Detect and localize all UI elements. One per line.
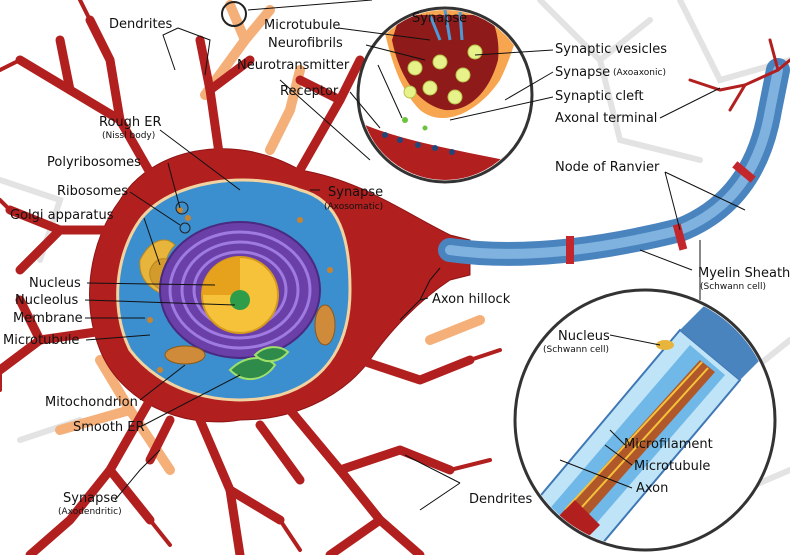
label-synaptic-vesicles: Synaptic vesicles xyxy=(555,42,667,57)
nucleolus xyxy=(201,256,279,334)
label-synapse-title: Synapse xyxy=(412,11,468,26)
label-receptor: Receptor xyxy=(280,84,339,99)
dendrite-fine-branches xyxy=(0,0,502,552)
synapse-inset xyxy=(356,6,534,184)
label-synapse-axoaxonic: Synapse xyxy=(555,65,611,80)
magnifier-circle-icon xyxy=(221,1,247,27)
synapse-inset-connector xyxy=(247,0,373,11)
label-synapse-axodendritic: Synapse xyxy=(63,491,119,506)
label-dendrites-bottom: Dendrites xyxy=(469,492,533,507)
label-axonal-terminal: Axonal terminal xyxy=(555,111,658,126)
label-myelin-sheath-sub: (Schwann cell) xyxy=(700,282,767,292)
ribosomes xyxy=(147,207,333,373)
label-smooth-er: Smooth ER xyxy=(73,420,145,435)
label-microtubule-top: Microtubule xyxy=(264,18,341,33)
label-rough-er-sub: (Nissl body) xyxy=(102,131,156,141)
label-mitochondrion: Mitochondrion xyxy=(45,395,138,410)
polyribosome-rings xyxy=(175,201,191,234)
label-axon: Axon xyxy=(636,481,669,496)
nodes-of-ranvier xyxy=(566,161,756,264)
label-microfilament: Microfilament xyxy=(624,437,713,452)
label-synapse-axosomatic: Synapse xyxy=(328,185,384,200)
label-rough-er: Rough ER xyxy=(99,115,162,130)
magnifier-connector-lower xyxy=(279,79,371,161)
label-synapse-axoaxonic-sub: (Axoaxonic) xyxy=(613,68,666,78)
label-synapse-axodendritic-sub: (Axodendritic) xyxy=(58,507,122,517)
myelin-inset xyxy=(513,288,777,552)
label-synapse-axosomatic-sub: (Axosomatic) xyxy=(324,202,384,212)
label-nucleus-schwann-sub: (Schwann cell) xyxy=(543,345,610,355)
label-polyribosomes: Polyribosomes xyxy=(47,155,141,170)
label-node-of-ranvier: Node of Ranvier xyxy=(555,160,660,175)
label-synaptic-cleft: Synaptic cleft xyxy=(555,89,644,104)
label-ribosomes: Ribosomes xyxy=(57,184,129,199)
label-nucleus-schwann: Nucleus xyxy=(558,329,610,344)
label-axon-hillock: Axon hillock xyxy=(432,292,511,307)
label-microtubule-left: Microtubule xyxy=(3,333,80,348)
label-myelin-sheath: Myelin Sheath xyxy=(698,266,790,281)
label-membrane: Membrane xyxy=(13,311,83,326)
label-golgi-apparatus: Golgi apparatus xyxy=(10,208,114,223)
label-microtubule-inset: Microtubule xyxy=(634,459,711,474)
label-nucleolus: Nucleolus xyxy=(15,293,79,308)
label-dendrites-top: Dendrites xyxy=(109,17,173,32)
axon-hillock-line xyxy=(419,297,429,301)
label-nucleus: Nucleus xyxy=(29,276,81,291)
axon-terminal-branches xyxy=(688,38,790,112)
mitochondria xyxy=(164,304,336,365)
label-neurofibrils: Neurofibrils xyxy=(268,36,343,51)
smooth-er xyxy=(228,346,290,380)
label-neurotransmitter: Neurotransmitter xyxy=(237,58,350,73)
dendrite-branches xyxy=(0,15,475,555)
